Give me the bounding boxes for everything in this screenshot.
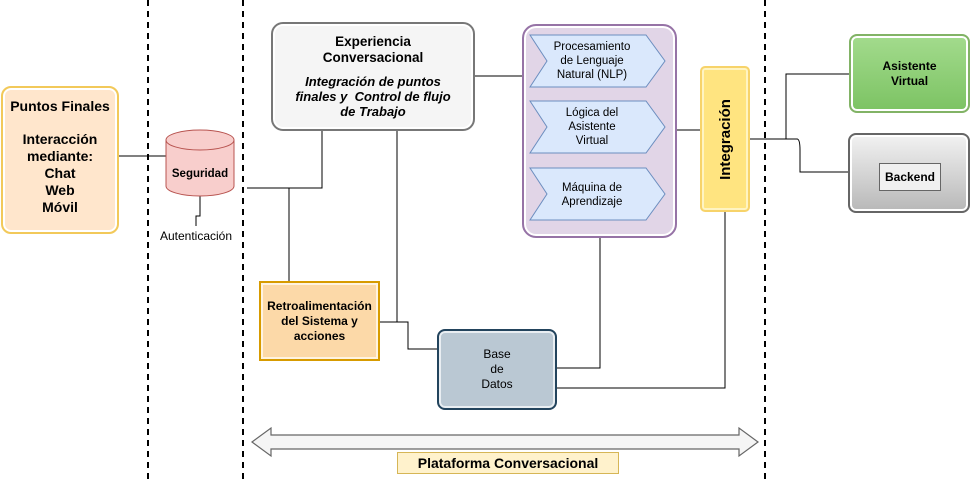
experience-sub-line2: finales y Control de flujo	[295, 89, 451, 104]
endpoints-title: Puntos Finales	[10, 98, 110, 114]
ml-label: Máquina de Aprendizaje	[540, 181, 644, 209]
connector-integration-database	[557, 212, 726, 389]
endpoint-web: Web	[45, 182, 75, 198]
authentication-label: Autenticación	[159, 229, 233, 243]
logic-line3: Virtual	[575, 135, 609, 147]
endpoints-line1: Interacción	[22, 131, 98, 147]
endpoints-box: Puntos Finales Interacción mediante: Cha…	[1, 86, 119, 234]
experience-sub-line1: Integración de puntos	[305, 74, 441, 89]
feedback-box: Retroalimentación del Sistema y acciones	[259, 281, 380, 361]
feedback-line2: del Sistema y	[281, 313, 358, 328]
backend-label: Backend	[879, 163, 941, 191]
integration-label-wrap: Integración	[700, 66, 750, 212]
nlp-line1: Procesamiento	[553, 41, 631, 53]
endpoint-mobile: Móvil	[42, 199, 78, 215]
experience-sub-line3: de Trabajo	[340, 104, 406, 119]
integration-box	[700, 66, 750, 212]
assistant-box: Asistente Virtual	[849, 34, 970, 113]
integration-label: Integración	[716, 98, 734, 180]
ml-line1: Máquina de	[561, 182, 623, 194]
feedback-line1: Retroalimentación	[267, 298, 372, 313]
experience-title-line1: Experiencia	[335, 34, 411, 49]
experience-box: Experiencia Conversacional Integración d…	[271, 22, 475, 131]
connector-security-auth	[195, 196, 201, 226]
security-label: Seguridad	[171, 168, 229, 180]
database-line2: de	[490, 362, 504, 376]
endpoints-line2: mediante:	[26, 148, 94, 164]
database-box: Base de Datos	[437, 329, 557, 410]
ml-line2: Aprendizaje	[561, 196, 623, 208]
logic-line2: Asistente	[568, 121, 616, 133]
database-line3: Datos	[481, 377, 513, 391]
assistant-line2: Virtual	[890, 73, 929, 88]
platform-label: Plataforma Conversacional	[397, 452, 619, 474]
database-line1: Base	[483, 347, 511, 361]
nlp-label: Procesamiento de Lenguaje Natural (NLP)	[540, 40, 644, 82]
assistant-line1: Asistente	[882, 58, 937, 73]
security-cylinder	[165, 129, 235, 197]
logic-line1: Lógica del	[565, 107, 619, 119]
feedback-line3: acciones	[293, 328, 346, 343]
experience-title-line2: Conversacional	[322, 50, 424, 65]
nlp-line2: de Lenguaje	[560, 55, 624, 67]
connector-to-backend	[786, 138, 848, 173]
connector-processing-database	[557, 238, 601, 369]
endpoint-chat: Chat	[44, 165, 76, 181]
platform-double-arrow	[250, 426, 760, 458]
nlp-line3: Natural (NLP)	[556, 69, 628, 81]
connector-security-experience	[247, 131, 323, 189]
connector-experience-database	[396, 131, 437, 350]
logic-label: Lógica del Asistente Virtual	[540, 106, 644, 148]
connector-to-assistant	[785, 73, 849, 139]
